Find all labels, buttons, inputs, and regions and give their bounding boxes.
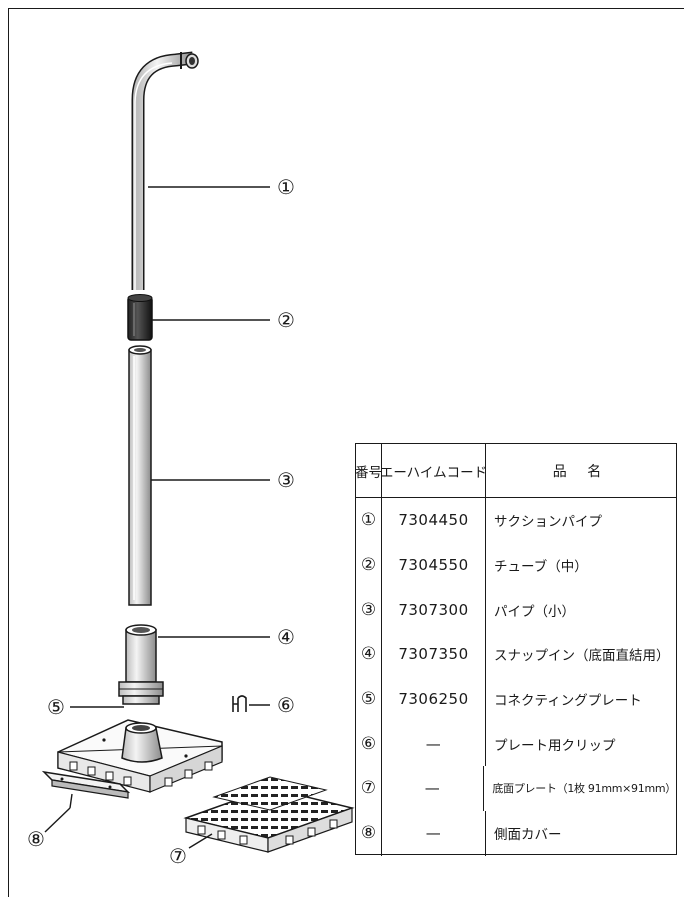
header-code: エーハイムコード xyxy=(380,444,487,497)
callout-7: ⑦ xyxy=(169,844,187,868)
table-row: ⑥ — プレート用クリップ xyxy=(356,721,676,767)
row-number: ⑥ xyxy=(356,721,382,767)
small-pipe-part xyxy=(128,345,152,606)
row-code: 7307350 xyxy=(382,632,486,677)
row-code: 7307300 xyxy=(382,587,486,633)
table-row: ③ 7307300 パイプ（小） xyxy=(356,587,676,633)
connecting-plate-part xyxy=(57,719,223,793)
row-code: 7304550 xyxy=(382,542,486,588)
callout-6: ⑥ xyxy=(277,693,295,717)
row-code: — xyxy=(382,721,486,767)
row-number: ④ xyxy=(356,632,382,677)
callout-3: ③ xyxy=(277,468,295,492)
row-code: — xyxy=(382,766,485,811)
row-number: ② xyxy=(356,542,382,588)
callout-4: ④ xyxy=(277,625,295,649)
row-name: コネクティングプレート xyxy=(494,693,642,710)
table-row: ② 7304550 チューブ（中） xyxy=(356,542,676,588)
header-number: 番号 xyxy=(355,444,382,497)
row-name: 底面プレート（1枚 91mm×91mm） xyxy=(492,782,676,796)
leader-lines xyxy=(44,186,270,849)
parts-table: 番号 エーハイムコード 品 名 ① 7304450 サクションパイプ ② 730… xyxy=(355,443,677,856)
row-number: ⑧ xyxy=(356,810,382,856)
row-name: スナップイン（底面直結用） xyxy=(494,648,670,665)
row-number: ③ xyxy=(356,587,382,633)
tube-part xyxy=(127,294,153,341)
row-name: チューブ（中） xyxy=(494,559,588,576)
header-name: 品 名 xyxy=(552,463,610,480)
table-row: ⑧ — 側面カバー xyxy=(356,810,676,856)
table-row: ⑦ — 底面プレート（1枚 91mm×91mm） xyxy=(356,766,676,811)
callout-8: ⑧ xyxy=(27,827,45,851)
frame-top-border xyxy=(8,8,684,9)
row-name: プレート用クリップ xyxy=(494,737,616,754)
plate-clip-part xyxy=(232,695,247,712)
row-number: ① xyxy=(356,498,382,543)
row-code: — xyxy=(382,810,486,856)
table-row: ① 7304450 サクションパイプ xyxy=(356,498,676,543)
side-cover-part xyxy=(41,770,131,799)
callout-1: ① xyxy=(277,175,295,199)
suction-pipe-part xyxy=(131,51,199,290)
callout-5: ⑤ xyxy=(47,695,65,719)
row-name: パイプ（小） xyxy=(494,603,575,620)
table-header-row: 番号 エーハイムコード 品 名 xyxy=(355,444,676,498)
row-number: ⑤ xyxy=(356,676,382,722)
table-row: ⑤ 7306250 コネクティングプレート xyxy=(356,676,676,722)
row-code: 7306250 xyxy=(382,676,486,722)
snap-in-part xyxy=(118,624,164,705)
frame-left-border xyxy=(8,8,9,897)
callout-2: ② xyxy=(277,308,295,332)
bottom-plate-part xyxy=(183,776,355,853)
row-number: ⑦ xyxy=(356,766,382,811)
row-name: サクションパイプ xyxy=(494,514,602,531)
row-code: 7304450 xyxy=(382,498,486,543)
table-row: ④ 7307350 スナップイン（底面直結用） xyxy=(356,632,676,677)
row-name: 側面カバー xyxy=(494,827,562,844)
